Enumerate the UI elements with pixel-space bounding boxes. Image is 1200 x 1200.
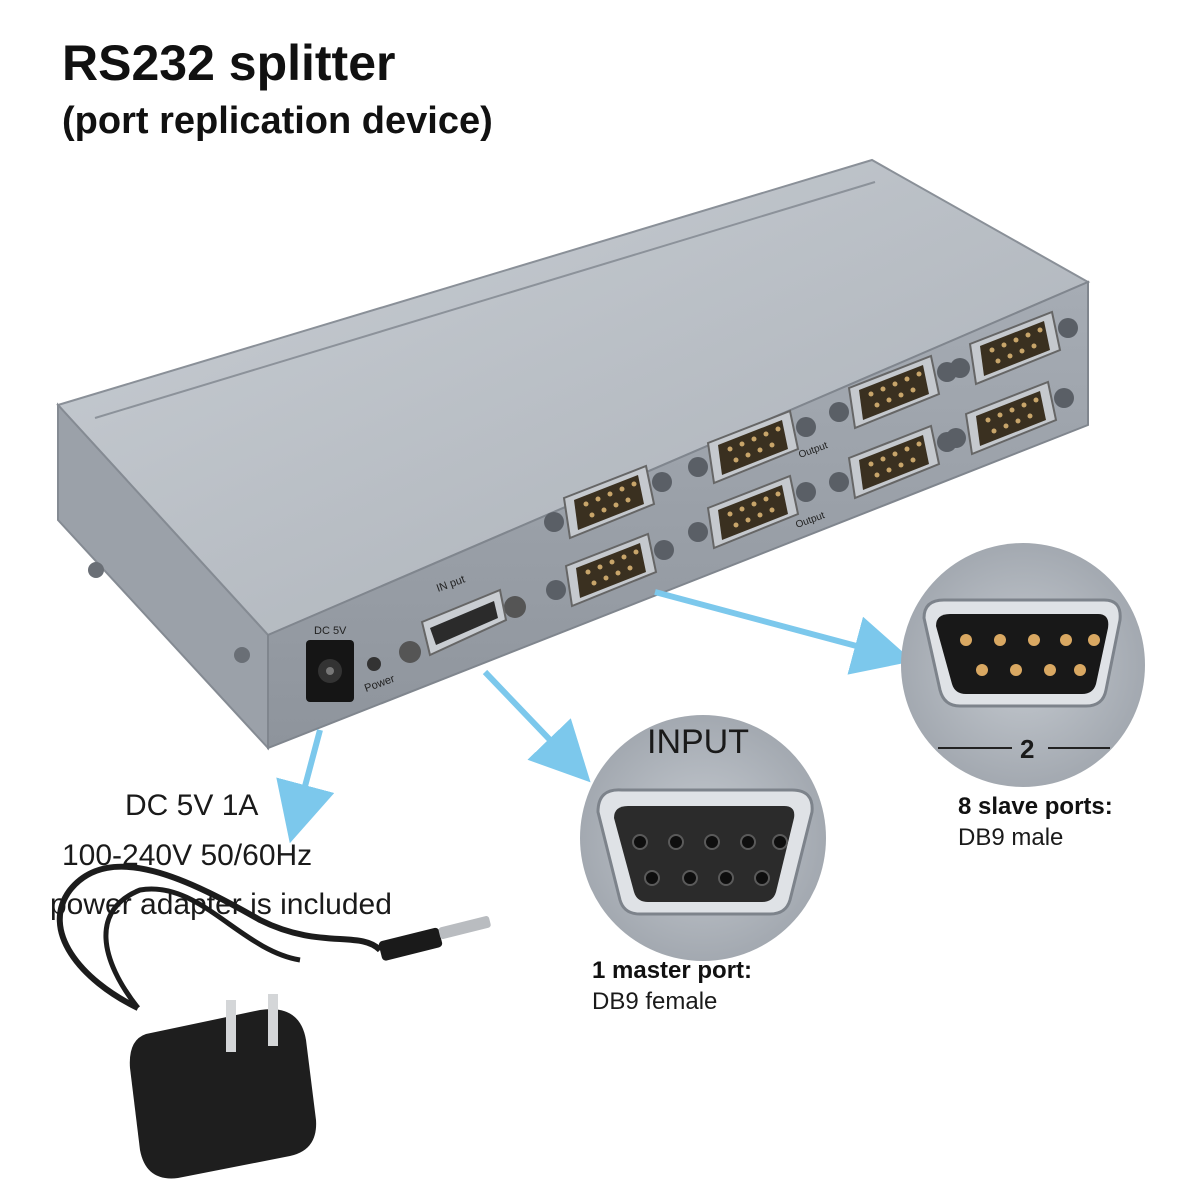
- pin-socket: [668, 834, 684, 850]
- input-zoom-circle: INPUT: [580, 715, 826, 961]
- output-port-type: DB9 male: [958, 824, 1064, 851]
- page-title: RS232 splitter: [62, 35, 396, 91]
- pin-socket: [718, 870, 734, 886]
- output-connector: [950, 310, 1078, 386]
- output-ports-db9-male: [544, 310, 1078, 608]
- input-port-count: 1 master port:: [592, 957, 753, 984]
- screw: [88, 562, 104, 578]
- input-port-db9-female: [399, 588, 526, 663]
- output-connector: [544, 464, 672, 540]
- output-connector: [688, 474, 816, 550]
- pin-socket: [682, 870, 698, 886]
- barrel-plug: [378, 927, 443, 961]
- screw: [234, 647, 250, 663]
- power-adapter: [56, 863, 491, 1179]
- pin: [960, 634, 972, 646]
- pin: [1044, 664, 1056, 676]
- output-arrow: [654, 589, 914, 675]
- output-connector: [546, 532, 674, 608]
- pin: [1028, 634, 1040, 646]
- pin-socket: [632, 834, 648, 850]
- power-led: [367, 657, 381, 671]
- pin-socket: [644, 870, 660, 886]
- output-port-count: 8 slave ports:: [958, 793, 1113, 820]
- input-arrow: [482, 669, 591, 783]
- output-zoom-label: 2: [1020, 734, 1034, 764]
- power-arrow: [276, 729, 335, 844]
- pin-socket: [740, 834, 756, 850]
- pin: [1010, 664, 1022, 676]
- pin-socket: [754, 870, 770, 886]
- page-subtitle: (port replication device): [62, 100, 493, 142]
- pin-socket: [704, 834, 720, 850]
- pin: [1088, 634, 1100, 646]
- power-spec-line2: 100-240V 50/60Hz: [62, 839, 313, 872]
- pin: [1060, 634, 1072, 646]
- pin-socket: [772, 834, 788, 850]
- adapter-body: [129, 1009, 317, 1179]
- output-connector: [688, 409, 816, 485]
- pin: [976, 664, 988, 676]
- adapter-cable: [56, 863, 383, 1011]
- power-spec-line3: power adapter is included: [50, 888, 392, 921]
- power-spec-line1: DC 5V 1A: [125, 789, 259, 822]
- dc-label: DC 5V: [314, 625, 347, 637]
- input-zoom-label: INPUT: [647, 723, 749, 761]
- pin: [994, 634, 1006, 646]
- input-port-type: DB9 female: [592, 988, 718, 1015]
- pin: [1074, 664, 1086, 676]
- output-zoom-circle: 2: [901, 543, 1145, 787]
- output-connector: [946, 380, 1074, 456]
